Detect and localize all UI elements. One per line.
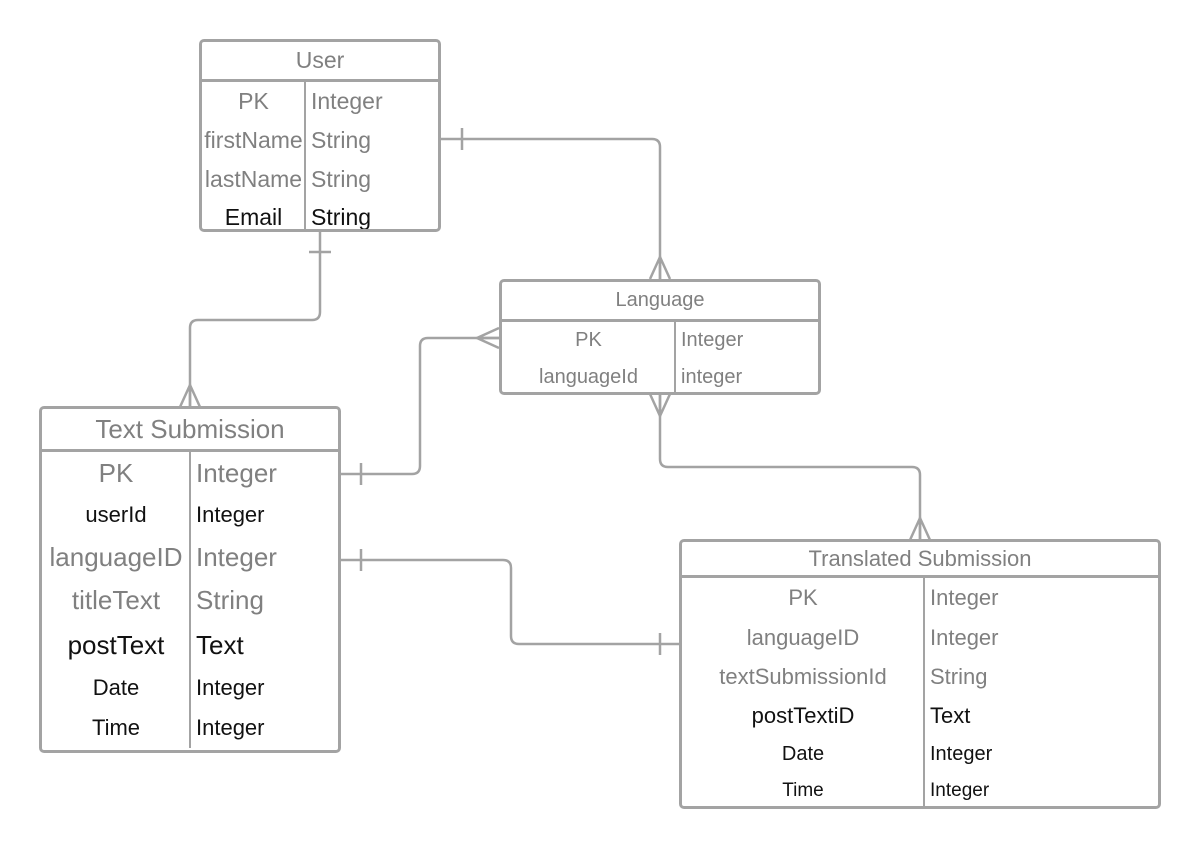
attribute-row[interactable]: Date Integer (42, 668, 338, 708)
attribute-type: String (196, 585, 264, 615)
attribute-type: String (311, 166, 372, 192)
attribute-name: PK (788, 585, 818, 610)
attribute-name: postText (67, 630, 165, 660)
attribute-type: Integer (930, 624, 999, 650)
attribute-row[interactable]: PK Integer (502, 322, 818, 359)
attribute-name: PK (238, 88, 269, 114)
entity-title: User (202, 42, 438, 82)
rel-language-translated-crowsfoot-bottom (908, 514, 932, 541)
entity-title: Text Submission (42, 409, 338, 452)
attribute-row[interactable]: languageID Integer (42, 536, 338, 578)
attribute-name: languageID (746, 624, 860, 650)
attribute-row[interactable]: lastName String (202, 160, 438, 199)
attribute-type: Integer (196, 541, 277, 572)
attribute-row[interactable]: PK Integer (682, 578, 1158, 618)
attribute-type: Integer (930, 742, 993, 765)
attribute-type: Integer (196, 502, 265, 527)
rel-textsub-language-crowsfoot (473, 326, 500, 350)
attribute-type: Text (196, 630, 244, 660)
attribute-row[interactable]: Time Integer (42, 708, 338, 748)
attribute-row[interactable]: postTextiD Text (682, 696, 1158, 735)
attribute-row[interactable]: titleText String (42, 578, 338, 623)
attribute-name: languageID (49, 541, 183, 572)
attribute-name: postTextiD (751, 702, 855, 728)
column-divider (189, 452, 191, 748)
attribute-name: languageId (539, 366, 638, 388)
rel-user-textsub-crowsfoot (178, 381, 202, 408)
attribute-type: Integer (930, 585, 999, 610)
attribute-name: titleText (71, 585, 161, 615)
attribute-type: Integer (311, 88, 383, 114)
attribute-row[interactable]: userId Integer (42, 494, 338, 536)
rel-user-language-crowsfoot (648, 253, 672, 280)
column-divider (923, 578, 925, 806)
attribute-type: String (930, 663, 988, 689)
attribute-name: Email (224, 204, 283, 230)
attribute-type: Text (930, 702, 971, 728)
attribute-row[interactable]: Email String (202, 199, 438, 230)
attribute-name: lastName (204, 166, 303, 192)
attribute-name: Time (91, 715, 141, 740)
entity-fields: PK Integer languageID Integer textSubmission… (682, 578, 1158, 806)
rel-user-textsub-line (188, 232, 322, 407)
column-divider (304, 82, 306, 229)
attribute-type: integer (681, 366, 743, 388)
entity-fields: PK Integer languageId integer (502, 322, 818, 392)
rel-user-language-line (440, 137, 662, 279)
rel-language-translated-crowsfoot-top (648, 393, 672, 420)
attribute-name: userId (85, 502, 147, 527)
rel-textsub-language-line (341, 336, 499, 476)
attribute-row[interactable]: Time Integer (682, 773, 1158, 806)
attribute-type: String (311, 204, 372, 230)
entity-title: Translated Submission (682, 542, 1158, 578)
attribute-name: PK (575, 329, 602, 351)
attribute-row[interactable]: PK Integer (202, 82, 438, 121)
attribute-name: Date (781, 742, 825, 765)
attribute-name: textSubmissionId (719, 663, 887, 689)
attribute-type: Integer (930, 779, 990, 801)
attribute-type: Integer (196, 675, 265, 700)
attribute-type: String (311, 127, 372, 153)
column-divider (674, 322, 676, 392)
rel-textsub-translated-line (341, 558, 680, 646)
attribute-row[interactable]: PK Integer (42, 452, 338, 494)
attribute-name: firstName (204, 127, 303, 153)
attribute-name: Time (782, 779, 824, 801)
rel-language-translated-line (658, 394, 922, 540)
attribute-row[interactable]: firstName String (202, 121, 438, 160)
attribute-row[interactable]: languageID Integer (682, 618, 1158, 657)
attribute-row[interactable]: Date Integer (682, 735, 1158, 773)
attribute-row[interactable]: textSubmissionId String (682, 657, 1158, 696)
attribute-type: Integer (196, 457, 277, 488)
attribute-type: Integer (681, 329, 744, 351)
attribute-row[interactable]: languageId integer (502, 359, 818, 392)
attribute-row[interactable]: postText Text (42, 623, 338, 668)
attribute-type: Integer (196, 715, 265, 740)
attribute-name: Date (92, 675, 140, 700)
entity-title: Language (502, 282, 818, 322)
attribute-name: PK (98, 457, 134, 488)
